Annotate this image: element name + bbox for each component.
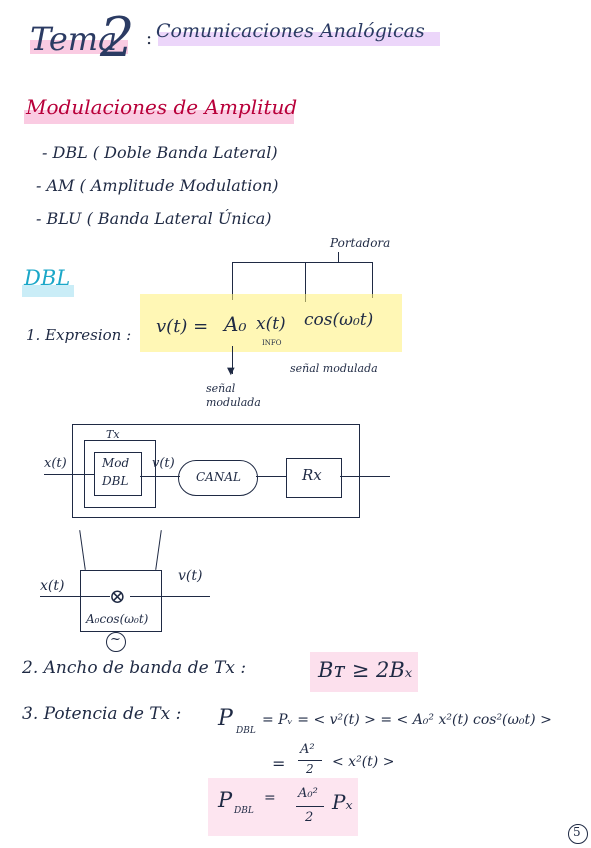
zoom-line-left	[79, 530, 86, 570]
canal-cloud	[178, 460, 258, 496]
dbl-heading: DBL	[24, 266, 71, 290]
mixer-input-line	[40, 596, 110, 598]
tx-canal-line	[140, 476, 180, 478]
tema-number: 2	[100, 6, 135, 69]
oscillator-icon: ~	[110, 632, 121, 647]
info-label: INFO	[262, 339, 282, 347]
page-title: Comunicaciones Analógicas	[156, 20, 425, 42]
xt-term: x(t)	[256, 314, 286, 334]
input-line	[44, 474, 94, 476]
cos-term: cos(ω₀t)	[304, 310, 374, 330]
oscillator-circle	[106, 632, 126, 652]
bandwidth-highlight	[310, 652, 418, 692]
final-num: A₀²	[298, 786, 318, 801]
tx-label: Tx	[106, 428, 120, 441]
mod-label: Mod	[102, 456, 130, 470]
final-p-sub: DBL	[234, 806, 254, 816]
zoom-line-right	[155, 530, 162, 570]
page-number-circle	[568, 824, 588, 844]
diagram-vt-output: v(t)	[152, 456, 175, 471]
power-label: 3. Potencia de Tx :	[22, 704, 182, 724]
mixer-vt-output: v(t)	[178, 568, 203, 584]
a0-arrow-head: ▼	[227, 366, 235, 377]
system-frame	[72, 424, 360, 518]
final-eq: =	[264, 790, 276, 806]
portadora-label: Portadora	[330, 236, 391, 250]
list-item-dbl: - DBL ( Doble Banda Lateral)	[42, 143, 278, 162]
senal-modulada-right: señal modulada	[290, 362, 378, 375]
carrier-label: A₀cos(ω₀t)	[86, 612, 149, 626]
bandwidth-formula: Bᴛ ≥ 2Bₓ	[318, 658, 413, 682]
a0-term: A₀	[224, 312, 247, 336]
power-p-sub: DBL	[236, 726, 256, 736]
canal-label: CANAL	[196, 470, 241, 484]
power-eq2-den: 2	[306, 762, 314, 776]
portadora-hline	[232, 262, 372, 264]
page-number: 5	[573, 825, 581, 839]
mixer-icon: ⊗	[109, 584, 126, 608]
tema-word: Tema	[30, 20, 118, 58]
diagram-xt-input: x(t)	[44, 456, 67, 471]
section1-highlight	[24, 110, 294, 124]
mixer-output-line	[130, 596, 210, 598]
dbl-highlight	[22, 285, 74, 297]
mod-dbl-block	[94, 452, 142, 496]
canal-rx-line	[256, 476, 286, 478]
dbl-label: DBL	[102, 474, 129, 488]
rx-block	[286, 458, 342, 498]
senal-modulada-left: señal modulada	[206, 382, 261, 409]
final-px: Pₓ	[332, 790, 353, 814]
title-highlight	[158, 32, 440, 46]
expression-highlight	[140, 294, 402, 352]
power-eq1: = Pᵥ = < v²(t) > = < A₀² x²(t) cos²(ω₀t)…	[262, 712, 552, 728]
a0-arrow	[232, 346, 234, 374]
final-frac	[296, 806, 324, 808]
rx-label: Rx	[302, 466, 322, 484]
expression-label: 1. Expresion :	[26, 326, 132, 344]
section1-heading: Modulaciones de Amplitud	[26, 95, 298, 119]
power-p: P	[218, 706, 233, 731]
portadora-right-drop	[372, 262, 374, 298]
list-item-am: - AM ( Amplitude Modulation)	[36, 176, 279, 195]
final-p: P	[218, 788, 233, 812]
portadora-left-drop	[232, 262, 234, 300]
mixer-xt-input: x(t)	[40, 578, 65, 594]
final-highlight	[208, 778, 358, 836]
power-eq2-suffix: < x²(t) >	[332, 754, 395, 770]
bandwidth-label: 2. Ancho de banda de Tx :	[22, 658, 247, 678]
rx-output-line	[340, 476, 390, 478]
header: Tema 2 : Comunicaciones Analógicas	[22, 6, 442, 70]
vt-expr: v(t) =	[156, 316, 209, 337]
header-colon: :	[146, 28, 153, 49]
mixer-frame	[80, 570, 162, 632]
power-eq2-prefix: =	[272, 754, 286, 773]
portadora-mid-drop	[305, 262, 307, 302]
power-eq2-frac	[298, 760, 322, 762]
power-eq2-num: A²	[300, 742, 315, 757]
final-den: 2	[305, 810, 314, 825]
list-item-blu: - BLU ( Banda Lateral Única)	[36, 209, 272, 228]
tema-highlight	[30, 40, 128, 54]
portadora-vline	[338, 252, 340, 262]
